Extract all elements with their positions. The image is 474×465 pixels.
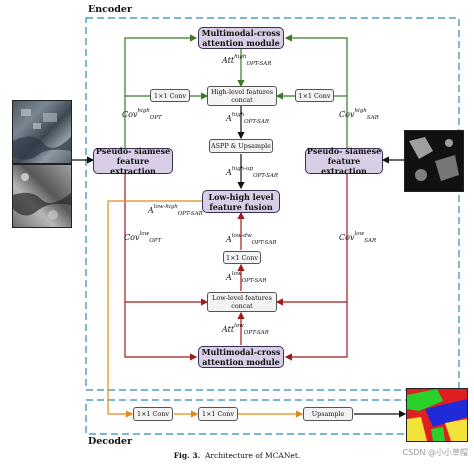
high-level-concat: High-level features concat [207, 86, 277, 106]
low-level-concat: Low-level features concat [207, 292, 277, 312]
conv-1x1-right: 1×1 Conv [295, 89, 334, 102]
sar-image-right [404, 130, 464, 192]
optical-image [12, 100, 72, 164]
aspp-upsample: ASPP & Upsample [209, 139, 273, 153]
decoder-conv-2: 1×1 Conv [198, 407, 238, 421]
a-high-label: AhighOPT-SAR [226, 112, 270, 125]
figure-caption: Fig. 3. Architecture of MCANet. [0, 451, 474, 460]
decoder-conv-1: 1×1 Conv [133, 407, 173, 421]
segmentation-output [406, 388, 468, 442]
pseudo-siamese-left: Pseudo- siamese feature extraction [93, 146, 173, 176]
a-low-dw-label: Alow-dwOPT-SAR [226, 233, 277, 246]
att-low-label: AttlowOPT-SAR [222, 323, 269, 336]
pseudo-siamese-right: Pseudo- siamese feature extraction [305, 146, 383, 176]
decoder-upsample: Upsample [303, 407, 353, 421]
cov-sar-high-label: CovhighSAR [339, 108, 379, 121]
mca-module-top: Multimodal-cross attention module [198, 27, 284, 49]
low-high-fusion: Low-high level feature fusion [202, 190, 280, 213]
sar-image-left [12, 164, 72, 228]
att-high-label: AtthighOPT-SAR [222, 54, 272, 67]
a-low-high-label: Alow-highOPT-SAR [148, 204, 203, 217]
figure-caption-text: Architecture of MCANet. [205, 451, 301, 460]
cov-opt-low-label: CovlowOPT [124, 231, 162, 244]
watermark: CSDN @小小草帽 [402, 448, 468, 457]
figure-number: Fig. 3. [173, 451, 201, 460]
a-high-up-label: Ahigh-upOPT-SAR [226, 166, 278, 179]
mca-module-bottom: Multimodal-cross attention module [198, 346, 284, 368]
cov-sar-low-label: CovlowSAR [339, 231, 377, 244]
encoder-label: Encoder [88, 4, 132, 15]
conv-1x1-mid: 1×1 Conv [223, 251, 261, 264]
cov-opt-high-label: CovhighOPT [122, 108, 162, 121]
conv-1x1-left: 1×1 Conv [150, 89, 190, 102]
a-low-label: AlowOPT-SAR [226, 271, 267, 284]
decoder-label: Decoder [88, 436, 133, 447]
